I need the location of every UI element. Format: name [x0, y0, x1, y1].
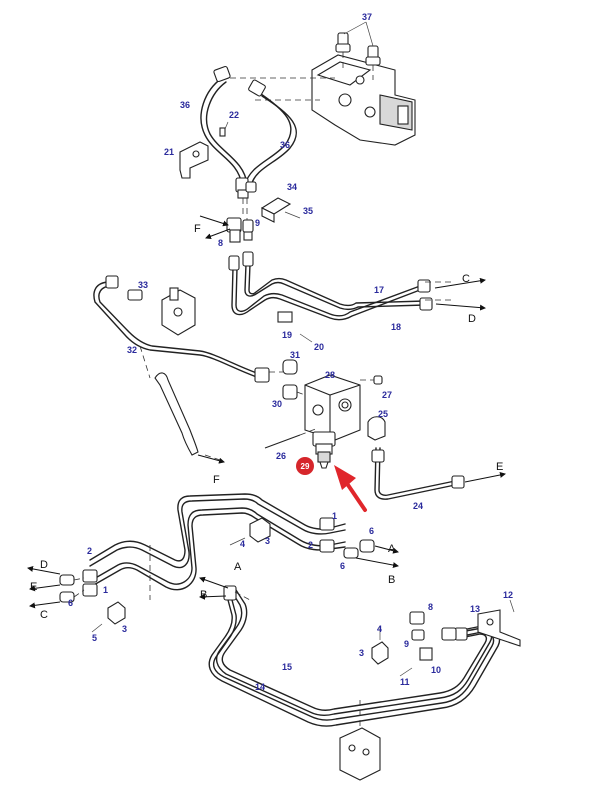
part-number-labels: 37 36 22 21 36 34 35 8 9 33 17 18 19 20 …: [68, 12, 513, 692]
bracket-21: [179, 141, 209, 179]
label-26: 26: [276, 451, 286, 461]
label-19: 19: [282, 330, 292, 340]
port-label-a: A: [388, 543, 396, 555]
mount-plate: [339, 700, 381, 781]
label-25: 25: [378, 409, 388, 419]
label-35: 35: [303, 206, 313, 216]
label-5: 5: [92, 633, 97, 643]
label-3: 3: [122, 624, 127, 634]
label-6: 6: [68, 598, 73, 608]
pipes-14-15: [208, 585, 501, 727]
label-22: 22: [229, 110, 239, 120]
label-24: 24: [413, 501, 423, 511]
bracket-34: [260, 197, 292, 223]
label-1: 1: [332, 511, 337, 521]
pipes-17-18: [228, 251, 433, 321]
pipe-24: [371, 447, 465, 500]
label-18: 18: [391, 322, 401, 332]
port-label-e: E: [496, 461, 503, 473]
label-30: 30: [272, 399, 282, 409]
label-9: 9: [404, 639, 409, 649]
label-32: 32: [127, 345, 137, 355]
label-2: 2: [87, 546, 92, 556]
label-27: 27: [382, 390, 392, 400]
label-10: 10: [431, 665, 441, 675]
label-36: 36: [280, 140, 290, 150]
port-label-d: D: [40, 559, 48, 571]
control-block-28: [304, 374, 361, 441]
label-8: 8: [428, 602, 433, 612]
label-37: 37: [362, 12, 372, 22]
highlight-callout-label: 29: [301, 462, 310, 471]
label-3: 3: [359, 648, 364, 658]
port-label-b: B: [388, 574, 395, 586]
highlight-callout: 29: [296, 457, 314, 475]
port-label-d: D: [468, 313, 476, 325]
port-labels: F C D E F A B D E C A B: [30, 223, 503, 621]
cartridge-valve-29: [312, 431, 336, 469]
label-17: 17: [374, 285, 384, 295]
port-label-e: E: [30, 581, 37, 593]
label-36: 36: [180, 100, 190, 110]
label-8: 8: [218, 238, 223, 248]
port-label-f: F: [213, 474, 220, 486]
label-34: 34: [287, 182, 297, 192]
label-21: 21: [164, 147, 174, 157]
label-11: 11: [400, 677, 410, 687]
label-15: 15: [282, 662, 292, 672]
pipes-1-2-lower-left: [89, 493, 346, 591]
label-4: 4: [240, 539, 245, 549]
label-20: 20: [314, 342, 324, 352]
label-2: 2: [308, 540, 313, 550]
hose-36-left: [200, 65, 248, 186]
label-33: 33: [138, 280, 148, 290]
label-13: 13: [470, 604, 480, 614]
valve-fittings: [335, 32, 381, 80]
port-label-b: B: [200, 589, 207, 601]
label-28: 28: [325, 370, 335, 380]
bracket-13: [477, 609, 521, 647]
highlight-arrow: [334, 465, 367, 512]
label-14: 14: [255, 682, 265, 692]
label-9: 9: [255, 218, 260, 228]
pipe-32: [93, 275, 270, 383]
port-label-c: C: [462, 273, 470, 285]
hose-36-right: [244, 79, 297, 187]
label-6: 6: [340, 561, 345, 571]
label-1: 1: [103, 585, 108, 595]
label-6: 6: [369, 526, 374, 536]
label-12: 12: [503, 590, 513, 600]
upper-fittings-8-9: [226, 217, 254, 243]
control-valve-block: [311, 54, 416, 146]
bracket-33-mount: [161, 287, 196, 336]
port-label-c: C: [40, 609, 48, 621]
label-4: 4: [377, 624, 382, 634]
label-3: 3: [265, 536, 270, 546]
label-31: 31: [290, 350, 300, 360]
port-label-f: F: [194, 223, 201, 235]
port-label-a: A: [234, 561, 242, 573]
